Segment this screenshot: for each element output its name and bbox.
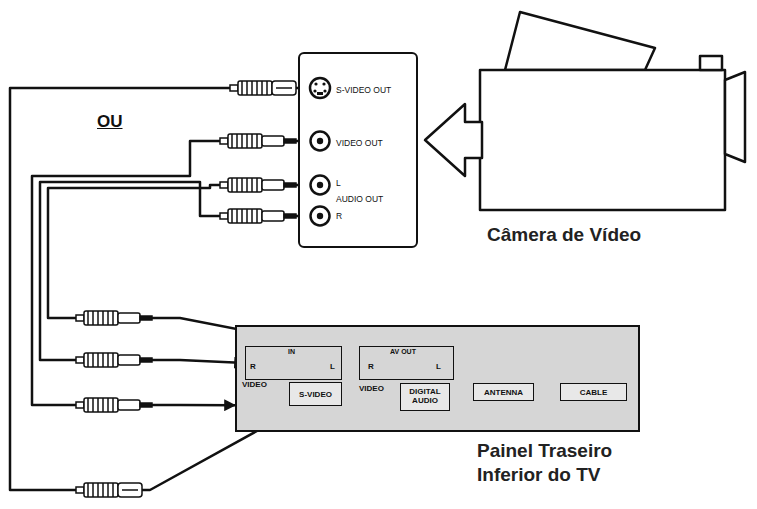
port-label: L bbox=[336, 178, 341, 188]
panel-heading: Painel Traseiro Inferior do TV bbox=[477, 439, 652, 487]
svideo-input-box: S-VIDEO bbox=[289, 382, 342, 406]
antenna-box: ANTENNA bbox=[473, 383, 534, 401]
port-label: CABLE bbox=[580, 388, 608, 397]
digital-audio-box: DIGITAL AUDIO bbox=[400, 383, 450, 411]
port-label: R bbox=[250, 362, 256, 371]
port-label: AUDIO OUT bbox=[336, 194, 383, 204]
svideo-plug bbox=[76, 483, 142, 497]
port-label: R bbox=[368, 362, 374, 371]
rca-plug bbox=[220, 209, 296, 223]
port-label: S-VIDEO OUT bbox=[336, 85, 391, 95]
port-label: VIDEO bbox=[242, 380, 267, 389]
port-label: S-VIDEO bbox=[299, 390, 332, 399]
camera-viewfinder bbox=[505, 12, 655, 70]
camera-housing bbox=[480, 70, 725, 210]
rca-jack bbox=[311, 207, 330, 226]
rca-plug bbox=[220, 178, 296, 192]
camera-body bbox=[480, 12, 745, 210]
rca-plug bbox=[76, 311, 152, 325]
cable-connector bbox=[48, 185, 325, 346]
svideo-jack bbox=[310, 78, 330, 98]
port-label: DIGITAL AUDIO bbox=[405, 388, 445, 406]
port-label: VIDEO OUT bbox=[336, 138, 383, 148]
port-label: R bbox=[336, 211, 342, 221]
camera-lens bbox=[725, 72, 745, 162]
rca-plug bbox=[76, 353, 152, 367]
input-group-box: IN R L bbox=[245, 346, 342, 380]
jack-symbols bbox=[300, 54, 416, 246]
port-label: L bbox=[330, 362, 335, 371]
camera-top-part bbox=[700, 56, 722, 70]
rca-plug bbox=[220, 134, 296, 148]
device-caption: Câmera de Vídeo bbox=[487, 224, 641, 246]
port-label: IN bbox=[288, 348, 295, 355]
jack-panel: S-VIDEO OUT VIDEO OUT L AUDIO OUT R bbox=[298, 52, 418, 248]
rca-plug bbox=[76, 398, 152, 412]
tv-panel: IN R L S-VIDEO AV OUT R L DIGITAL AUDIO ANTENNA C… bbox=[235, 325, 640, 432]
port-label: L bbox=[436, 362, 441, 371]
rca-jack bbox=[311, 176, 330, 195]
port-label: ANTENNA bbox=[484, 388, 523, 397]
svideo-plug bbox=[230, 81, 296, 95]
cable-box: CABLE bbox=[560, 383, 627, 401]
plug-group bbox=[76, 81, 296, 497]
alternative-label: OU bbox=[97, 112, 123, 132]
av-out-group-box: AV OUT R L bbox=[359, 346, 454, 380]
rca-jack bbox=[311, 132, 330, 151]
port-label: AV OUT bbox=[390, 348, 416, 355]
direction-arrow bbox=[425, 104, 482, 176]
port-label: VIDEO bbox=[359, 384, 384, 393]
